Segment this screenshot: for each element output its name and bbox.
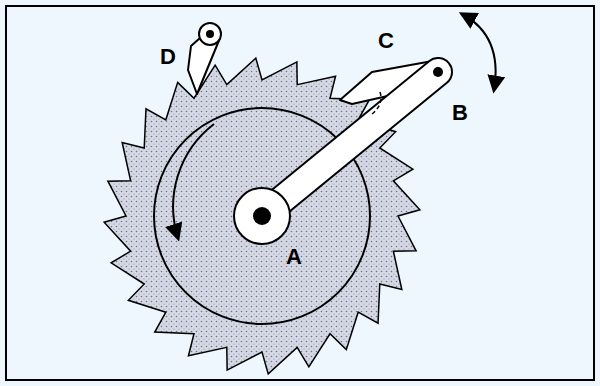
pawl-pin xyxy=(206,30,214,38)
hub xyxy=(234,188,290,244)
part-label: C xyxy=(378,30,394,52)
holding-pawl xyxy=(188,38,220,94)
rotation-arrow xyxy=(173,124,214,238)
lever-arm xyxy=(262,72,438,216)
pawl-pivot xyxy=(199,23,221,45)
lever-arm-outline xyxy=(262,72,438,216)
frame xyxy=(6,6,594,380)
pivot-b xyxy=(433,67,443,77)
part-label: D xyxy=(160,46,176,68)
axle xyxy=(253,207,271,225)
oscillation-arrow xyxy=(462,14,496,90)
hidden-rim xyxy=(372,92,381,114)
part-label: B xyxy=(452,102,468,124)
part-label: A xyxy=(286,246,302,268)
ratchet-wheel xyxy=(104,58,420,374)
